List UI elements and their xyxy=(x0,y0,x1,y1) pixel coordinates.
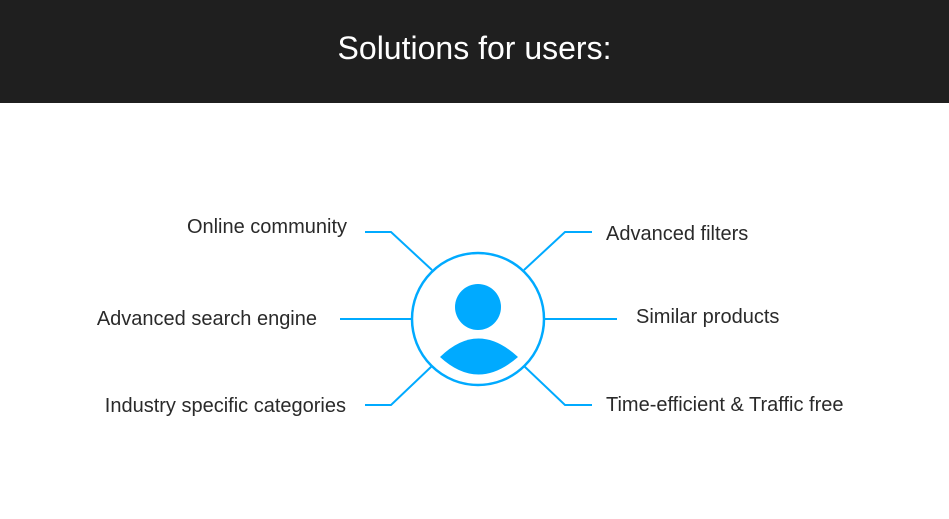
label-time-efficient: Time-efficient & Traffic free xyxy=(606,394,844,416)
user-circle xyxy=(410,251,546,387)
user-body-icon xyxy=(440,338,518,375)
label-online-community: Online community xyxy=(186,216,347,238)
connector-industry-categories xyxy=(365,365,433,406)
label-advanced-filters: Advanced filters xyxy=(606,223,749,245)
label-industry-categories: Industry specific categories xyxy=(104,395,346,417)
connector-time-efficient xyxy=(523,365,592,406)
label-advanced-search-engine: Advanced search engine xyxy=(96,308,317,330)
connector-advanced-filters xyxy=(523,231,592,271)
label-similar-products: Similar products xyxy=(636,306,780,328)
page-title: Solutions for users: xyxy=(0,0,949,103)
user-head-icon xyxy=(455,284,501,330)
user-icon xyxy=(440,284,518,375)
connector-online-community xyxy=(365,231,433,271)
